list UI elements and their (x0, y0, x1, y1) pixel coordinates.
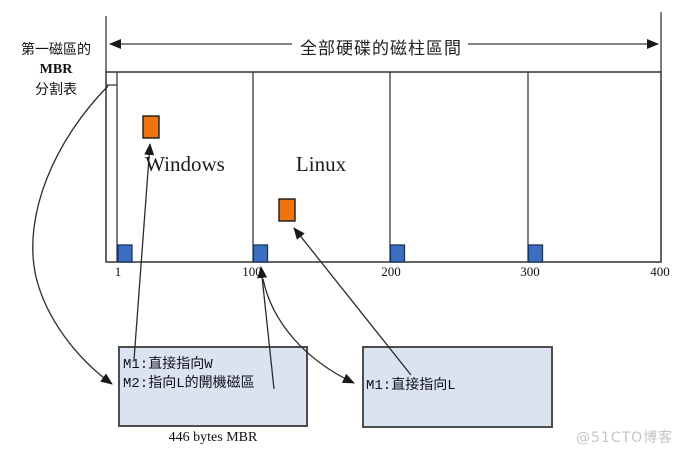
axis-tick-300: 300 (520, 264, 540, 279)
first-sector-label-line2: MBR (39, 62, 73, 77)
first-sector-mbr-label: 第一磁區的 MBR 分割表 (6, 40, 106, 100)
boot-sector-marker-100 (252, 244, 269, 263)
linux-loader-marker (278, 198, 296, 222)
watermark-51cto: @51CTO博客 (576, 430, 674, 446)
windows-loader-marker (142, 115, 160, 139)
boot-sector-marker-300 (527, 244, 544, 263)
mbr-446-caption: 446 bytes MBR (168, 430, 258, 445)
boot-sector-marker-200 (389, 244, 406, 263)
mbr-446-box: M1:直接指向W M2:指向L的開機磁區 (118, 346, 308, 427)
axis-tick-100: 100 (242, 264, 262, 279)
first-sector-label-line1: 第一磁區的 (21, 42, 91, 58)
cylinder-span-label: 全部硬碟的磁柱區間 (300, 39, 462, 59)
axis-tick-400: 400 (650, 264, 670, 279)
mbr-entry-m1-w: M1:直接指向W (123, 357, 213, 373)
mbr-alt-box: M1:直接指向L (362, 346, 553, 428)
axis-tick-200: 200 (381, 264, 401, 279)
boot-sector-marker-1 (117, 244, 133, 263)
windows-partition-label: Windows (145, 152, 225, 176)
mbr-entry-m2-l: M2:指向L的開機磁區 (123, 376, 255, 392)
arrow-mbr-to-446-box (32, 85, 113, 385)
first-sector-label-line3: 分割表 (35, 82, 77, 98)
linux-partition-label: Linux (295, 152, 347, 176)
mbr-entry-m1-l: M1:直接指向L (366, 378, 456, 394)
axis-tick-1: 1 (114, 264, 122, 279)
